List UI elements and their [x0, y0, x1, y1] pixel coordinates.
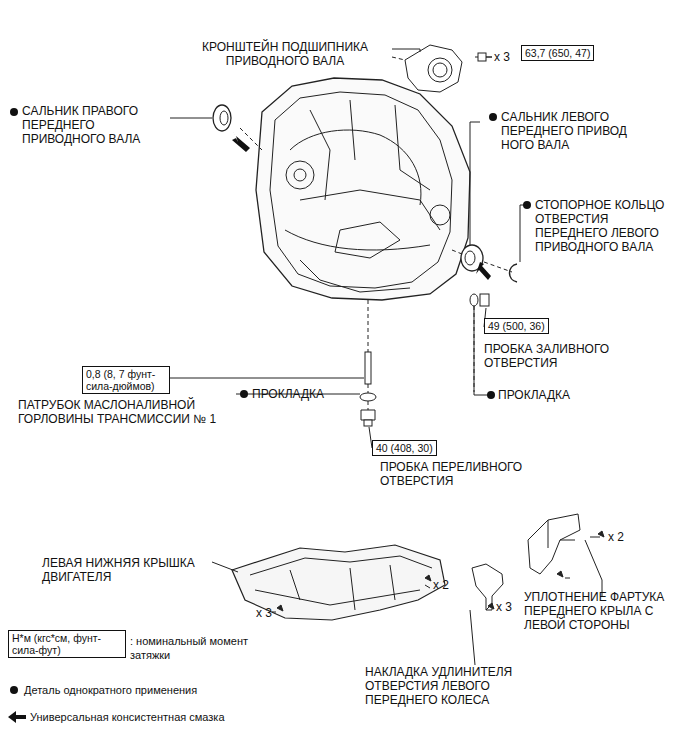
- torque-value-box: 40 (408, 30): [372, 440, 437, 456]
- torque-value: 63,7 (650, 47): [525, 47, 590, 59]
- part-name: ПРОБКА ПЕРЕЛИВНОГО ОТВЕРСТИЯ: [380, 460, 540, 488]
- torque-value: 49 (500, 36): [488, 320, 545, 332]
- part-name: ПРОКЛАДКА: [498, 388, 570, 402]
- part-name: СТОПОРНОЕ КОЛЬЦО ОТВЕРСТИЯ ПЕРЕДНЕГО ЛЕВ…: [535, 198, 680, 254]
- quantity: x 2: [608, 530, 624, 544]
- torque-value-box: 0,8 (8, 7 фунт-сила-дюймов): [82, 366, 170, 394]
- legend-text: Деталь однократного применения: [24, 683, 197, 697]
- torque-value: Н*м (кгс*см, фунт-сила-фут): [12, 632, 122, 656]
- torque-value: 40 (408, 30): [376, 442, 433, 454]
- part-name: ПАТРУБОК МАСЛОНАЛИВНОЙ ГОРЛОВИНЫ ТРАНСМИ…: [18, 398, 236, 426]
- torque-value: 0,8 (8, 7 фунт-сила-дюймов): [86, 368, 166, 392]
- part-name: ПРОБКА ЗАЛИВНОГО ОТВЕРСТИЯ: [484, 342, 629, 370]
- quantity: x 3: [496, 600, 512, 614]
- part-name: ПРОКЛАДКА: [252, 387, 324, 401]
- part-name: ЛЕВАЯ НИЖНЯЯ КРЫШКА ДВИГАТЕЛЯ: [42, 556, 210, 584]
- part-name: САЛЬНИК ПРАВОГО ПЕРЕДНЕГО ПРИВОДНОГО ВАЛ…: [22, 104, 172, 146]
- torque-value-box: 63,7 (650, 47): [521, 45, 594, 61]
- torque-value-box: 49 (500, 36): [484, 318, 549, 334]
- part-name: КРОНШТЕЙН ПОДШИПНИКА ПРИВОДНОГО ВАЛА: [176, 40, 394, 68]
- quantity: x 3: [494, 50, 510, 64]
- torque-unit-box: Н*м (кгс*см, фунт-сила-фут): [8, 630, 126, 658]
- part-name: НАКЛАДКА УДЛИНИТЕЛЯ ОТВЕРСТИЯ ЛЕВОГО ПЕР…: [365, 665, 537, 707]
- legend-text: : номинальный момент затяжки: [130, 634, 250, 662]
- part-name: САЛЬНИК ЛЕВОГО ПЕРЕДНЕГО ПРИВОД НОГО ВАЛ…: [501, 110, 641, 152]
- quantity: x 2: [433, 578, 449, 592]
- part-name: УПЛОТНЕНИЕ ФАРТУКА ПЕРЕДНЕГО КРЫЛА С ЛЕВ…: [524, 590, 682, 632]
- quantity: x 3: [256, 606, 272, 620]
- legend-text: Универсальная консистентная смазка: [30, 710, 225, 724]
